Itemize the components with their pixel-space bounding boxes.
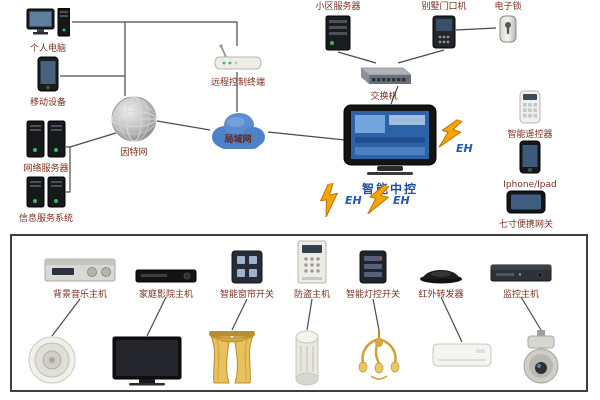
chandelier-icon [355,330,403,386]
node-ceiling-speaker [28,336,76,388]
ceiling-speaker-icon [28,336,76,388]
globe-icon [111,96,157,146]
node-label: 远程控制终端 [210,78,265,88]
lightning-icon [435,116,465,156]
remote-control-icon [518,90,542,128]
node-alarm-host: 防盗主机 [274,240,350,301]
node-label: 智能遥控器 [507,130,553,140]
node-label: 信息服务系统 [18,214,73,224]
node-label: Iphone/Ipad [503,180,557,190]
node-curtain [208,330,256,388]
node-label: 网络服务器 [23,164,69,174]
node-info-service-system: 信息服务系统 [10,176,82,225]
node-label: 智能灯控开关 [345,290,400,300]
ir-repeater-icon [419,266,463,288]
node-community-server: 小区服务器 [306,2,370,55]
curtain-icon [208,330,256,388]
node-internet: 因特网 [108,96,160,159]
node-air-conditioner [432,342,492,374]
node-label: 家庭影院主机 [138,290,193,300]
node-cctv-host: 监控主机 [483,262,559,301]
node-personal-computer: 个人电脑 [16,7,80,55]
siren-icon [294,330,320,392]
desktop-computer-icon [26,7,71,42]
server-icon [26,120,66,162]
phone-icon [519,140,541,178]
alarm-panel-icon [297,240,327,288]
node-label: 局域网 [224,135,252,145]
node-label: 智能窗帘开关 [219,290,274,300]
router-icon [214,44,262,76]
node-label: 监控主机 [502,290,539,300]
node-ir-repeater: 红外转发器 [403,266,479,301]
node-label: 红外转发器 [418,290,464,300]
node-mobile-device: 移动设备 [20,56,76,109]
audio-receiver-icon [44,256,116,288]
node-label: 因特网 [120,148,148,158]
intercom-icon [432,15,456,53]
node-iphone-ipad: Iphone/Ipad [503,140,557,191]
node-label: 防盗主机 [293,290,330,300]
switch-panel-icon [231,250,263,288]
cloud-icon [208,110,268,158]
node-label: 交换机 [370,92,398,102]
node-label: 别墅门口机 [421,2,467,12]
ptz-camera-icon [518,330,564,392]
media-player-icon [135,268,197,288]
node-remote-control-terminal: 远程控制终端 [206,44,270,89]
control-panel-icon [343,104,437,180]
node-light-switch: 智能灯控开关 [335,250,411,301]
node-label: 个人电脑 [29,44,66,54]
node-network-switch: 交换机 [354,62,414,103]
node-bg-music-host: 背景音乐主机 [42,256,118,301]
tv-icon [112,336,182,390]
eh-wireless-label: EH [393,194,410,207]
node-central-control: 智能中控 [342,104,438,196]
node-chandelier [355,330,403,386]
node-portable-gateway: 七寸便携网关 [494,190,558,231]
network-switch-icon [357,62,412,90]
node-siren-sensor [294,330,320,392]
device-group-box [10,234,588,392]
eh-wireless-label: EH [345,194,362,207]
node-tv [112,336,182,390]
lightning-icon [364,182,392,222]
node-label: 小区服务器 [315,2,361,12]
dvr-icon [490,262,552,288]
node-electronic-lock: 电子锁 [482,2,534,47]
eh-wireless-label: EH [456,142,473,155]
gateway-icon [506,190,546,218]
node-curtain-switch: 智能窗帘开关 [209,250,285,301]
node-villa-door-station: 别墅门口机 [414,2,474,53]
switch-panel-icon [359,250,387,288]
node-label: 七寸便携网关 [498,220,553,230]
server-tower-icon [324,15,352,55]
node-ptz-camera [518,330,564,392]
node-lan: 局域网 [208,110,268,156]
node-smart-remote: 智能遥控器 [504,90,556,141]
node-label: 移动设备 [29,98,66,108]
node-label: 电子锁 [494,2,522,12]
smartphone-icon [37,56,59,96]
node-network-server: 网络服务器 [14,120,78,175]
node-label: 背景音乐主机 [52,290,107,300]
air-conditioner-icon [432,342,492,374]
lock-icon [496,15,520,47]
server-icon [26,176,66,212]
node-home-theater-host: 家庭影院主机 [128,268,204,301]
lightning-icon [316,182,343,221]
